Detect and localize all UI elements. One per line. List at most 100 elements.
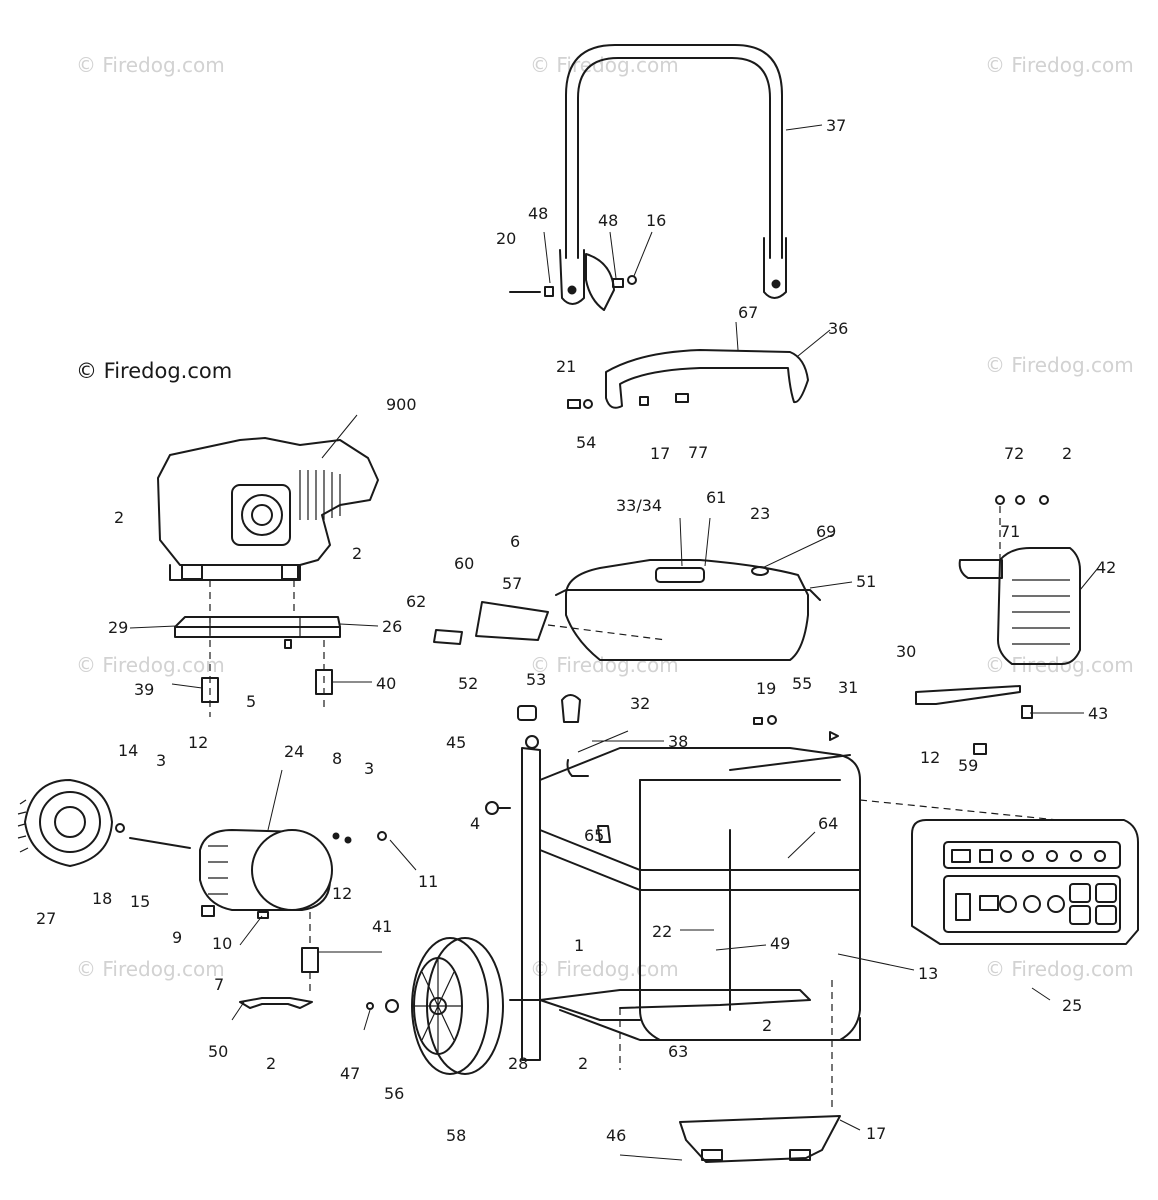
part-label-57: 57 — [502, 574, 522, 593]
control-panel-part-25 — [911, 819, 1139, 945]
part-label-17: 17 — [650, 444, 670, 463]
part-label-38: 38 — [668, 732, 688, 751]
part-label-53: 53 — [526, 670, 546, 689]
wheel-part-58 — [366, 937, 504, 1075]
part-label-30: 30 — [896, 642, 916, 661]
handle-bolts — [509, 275, 637, 297]
part-label-31: 31 — [838, 678, 858, 697]
part-label-56: 56 — [384, 1084, 404, 1103]
part-label-12: 12 — [188, 733, 208, 752]
watermark: © Firedog.com — [530, 53, 679, 77]
part-label-58: 58 — [446, 1126, 466, 1145]
part-label-2: 2 — [266, 1054, 276, 1073]
frame-part-1 — [509, 735, 1059, 1061]
part-number-labels: 37 48 48 16 20 67 36 21 54 17 77 900 2 2… — [36, 116, 1116, 1145]
watermark: © Firedog.com — [985, 353, 1134, 377]
part-label-41: 41 — [372, 917, 392, 936]
part-label-37: 37 — [826, 116, 846, 135]
part-label-60: 60 — [454, 554, 474, 573]
part-label-14: 14 — [118, 741, 138, 760]
part-label-26: 26 — [382, 617, 402, 636]
part-label-77: 77 — [688, 443, 708, 462]
watermark: © Firedog.com — [76, 653, 225, 677]
part-label-33-34: 33/34 — [616, 496, 662, 515]
part-label-12: 12 — [920, 748, 940, 767]
part-label-51: 51 — [856, 572, 876, 591]
handle-part-37 — [559, 44, 787, 311]
watermark: © Firedog.com — [76, 53, 225, 77]
part-label-61: 61 — [706, 488, 726, 507]
part-label-48: 48 — [598, 211, 618, 230]
copyright-label: © Firedog.com — [76, 359, 232, 383]
engine-base-plate — [174, 616, 341, 638]
part-label-28: 28 — [508, 1054, 528, 1073]
part-label-17: 17 — [866, 1124, 886, 1143]
part-label-24: 24 — [284, 742, 304, 761]
tank-labels-60-62 — [433, 601, 667, 645]
part-label-6: 6 — [510, 532, 520, 551]
watermark: © Firedog.com — [530, 957, 679, 981]
part-label-52: 52 — [458, 674, 478, 693]
part-label-9: 9 — [172, 928, 182, 947]
alternator-end-cover-part-27 — [17, 779, 191, 867]
part-label-42: 42 — [1096, 558, 1116, 577]
part-label-23: 23 — [750, 504, 770, 523]
leader-lines — [129, 124, 1099, 1161]
fuel-valve-assembly — [485, 694, 839, 843]
part-label-8: 8 — [332, 749, 342, 768]
part-label-15: 15 — [130, 892, 150, 911]
part-label-29: 29 — [108, 618, 128, 637]
part-label-65: 65 — [584, 826, 604, 845]
watermark: © Firedog.com — [76, 957, 225, 981]
part-label-72: 72 — [1004, 444, 1024, 463]
part-label-7: 7 — [214, 975, 224, 994]
part-label-10: 10 — [212, 934, 232, 953]
watermark: © Firedog.com — [985, 957, 1134, 981]
part-label-2: 2 — [578, 1054, 588, 1073]
part-label-40: 40 — [376, 674, 396, 693]
part-label-1: 1 — [574, 936, 584, 955]
foot-bracket-part-46 — [619, 980, 841, 1163]
watermark: © Firedog.com — [530, 653, 679, 677]
part-label-25: 25 — [1062, 996, 1082, 1015]
watermark: © Firedog.com — [985, 53, 1134, 77]
part-label-2: 2 — [352, 544, 362, 563]
part-label-50: 50 — [208, 1042, 228, 1061]
part-label-47: 47 — [340, 1064, 360, 1083]
crossbar-part-67 — [567, 349, 809, 409]
part-label-5: 5 — [246, 692, 256, 711]
part-label-45: 45 — [446, 733, 466, 752]
part-label-36: 36 — [828, 319, 848, 338]
part-label-900: 900 — [386, 395, 417, 414]
muffler-part-42 — [915, 495, 1081, 755]
part-label-12: 12 — [332, 884, 352, 903]
part-label-32: 32 — [630, 694, 650, 713]
part-label-67: 67 — [738, 303, 758, 322]
part-label-59: 59 — [958, 756, 978, 775]
part-label-22: 22 — [652, 922, 672, 941]
part-label-46: 46 — [606, 1126, 626, 1145]
part-label-63: 63 — [668, 1042, 688, 1061]
part-label-49: 49 — [770, 934, 790, 953]
part-label-16: 16 — [646, 211, 666, 230]
part-label-11: 11 — [418, 872, 438, 891]
fuel-tank-part-51 — [555, 559, 821, 661]
part-label-3: 3 — [156, 751, 166, 770]
part-label-4: 4 — [470, 814, 480, 833]
part-label-20: 20 — [496, 229, 516, 248]
part-label-71: 71 — [1000, 522, 1020, 541]
part-label-43: 43 — [1088, 704, 1108, 723]
part-label-55: 55 — [792, 674, 812, 693]
part-label-2: 2 — [1062, 444, 1072, 463]
part-label-18: 18 — [92, 889, 112, 908]
part-label-27: 27 — [36, 909, 56, 928]
part-label-2: 2 — [114, 508, 124, 527]
part-label-3: 3 — [364, 759, 374, 778]
part-label-69: 69 — [816, 522, 836, 541]
alternator-stator-part-24 — [199, 829, 387, 919]
alternator-mount-41 — [239, 912, 319, 1009]
part-label-48: 48 — [528, 204, 548, 223]
part-label-13: 13 — [918, 964, 938, 983]
vibration-mounts — [201, 580, 333, 717]
